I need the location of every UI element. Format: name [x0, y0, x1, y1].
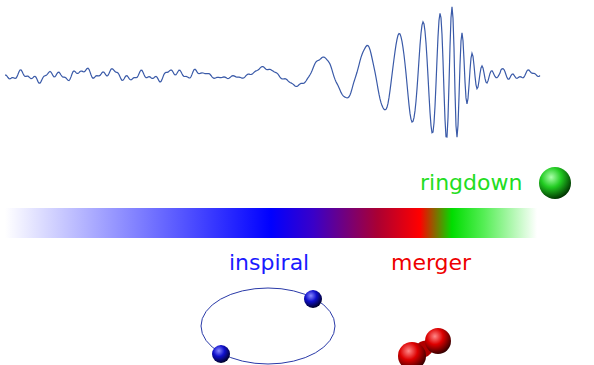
inspiral-label: inspiral [229, 250, 309, 276]
merger-label: merger [391, 250, 471, 276]
orbiting-body [212, 345, 230, 363]
gravitational-waveform [5, 7, 540, 137]
orbiting-body [304, 290, 322, 308]
merging-body [398, 342, 426, 365]
remnant-sphere [539, 167, 571, 199]
orbit-ellipse [201, 288, 335, 364]
merging-body [425, 328, 451, 354]
ringdown-label: ringdown [420, 170, 522, 196]
phase-band [5, 208, 537, 238]
